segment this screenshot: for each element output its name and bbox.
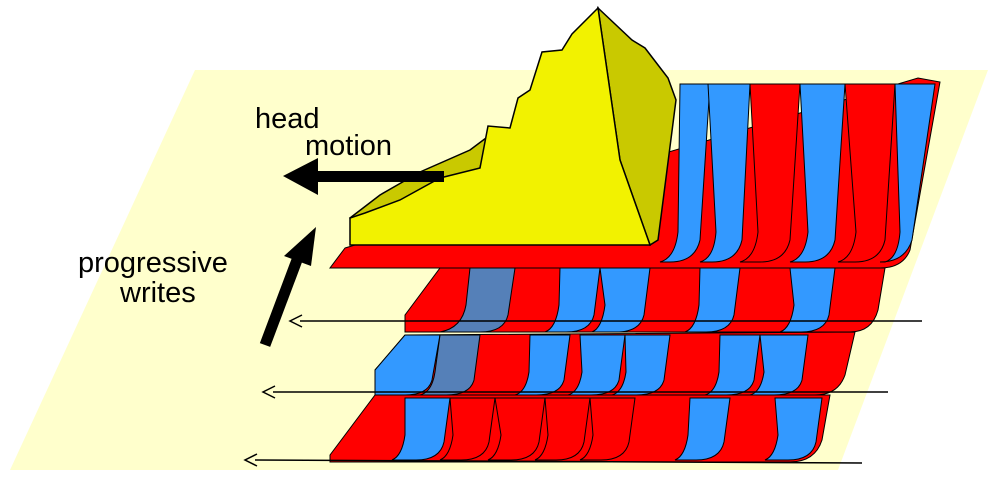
progressive-writes-arrow — [259, 227, 316, 347]
head-motion-label-line2: motion — [305, 130, 392, 162]
top-stripe-0 — [699, 83, 751, 263]
top-stripe-3 — [789, 83, 846, 263]
top-stripe-4 — [837, 83, 896, 263]
second-stripe-shadow — [439, 267, 516, 333]
top-stripe-5 — [879, 83, 936, 263]
track-arrow-3 — [243, 453, 863, 467]
track-layer-third — [374, 331, 856, 396]
track-layer-bottom — [329, 394, 831, 463]
track-arrow-1 — [288, 314, 922, 328]
top-stripe-2 — [739, 83, 801, 263]
head-motion-arrow — [283, 158, 444, 195]
progressive-writes-label-line2: writes — [119, 277, 196, 309]
head-motion-label-line1: head — [255, 103, 320, 135]
track-layer-second — [404, 267, 886, 333]
progressive-writes-label-line1: progressive — [78, 247, 228, 279]
track-arrow-2 — [261, 385, 888, 399]
top-stripe-1 — [659, 83, 711, 263]
write-head-front — [349, 6, 652, 246]
